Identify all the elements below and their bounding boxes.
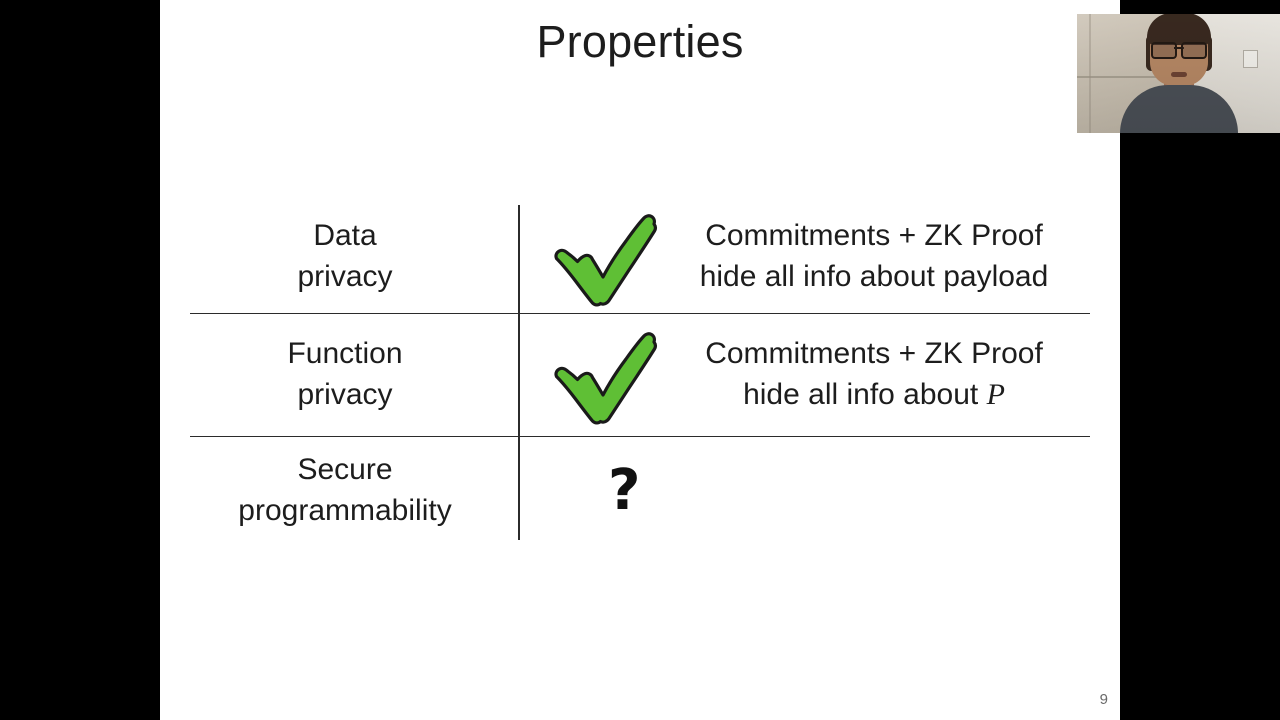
row-label-line2: privacy: [297, 377, 393, 411]
webcam-panel-line: [1077, 75, 1173, 78]
row-label-line2: programmability: [238, 493, 452, 527]
glasses-lens-right: [1180, 42, 1207, 59]
slide-canvas: Properties Data privacy: [160, 0, 1120, 720]
row-value-line2-math: P: [986, 377, 1005, 411]
row-label-line2: privacy: [297, 259, 393, 293]
green-check-icon: [546, 203, 664, 311]
row-label-secure-programmability: Secure programmability: [190, 450, 518, 532]
row-label-data-privacy: Data privacy: [190, 216, 518, 298]
question-mark-icon: ?: [546, 457, 1090, 523]
table-row: Secure programmability ?: [190, 436, 1090, 545]
row-value-function-privacy: Commitments + ZK Proof hide all info abo…: [518, 321, 1090, 429]
row-value-line2: hide all info about P: [664, 375, 1084, 416]
row-label-line1: Data: [313, 218, 377, 252]
speaker-webcam-overlay[interactable]: [1077, 14, 1280, 133]
speaker-mouth: [1170, 72, 1187, 77]
properties-table: Data privacy Commitments + ZK Proof hide…: [190, 200, 1090, 545]
speaker-glasses-icon: [1150, 42, 1207, 59]
row-label-line1: Secure: [297, 452, 393, 486]
row-value-line1: Commitments + ZK Proof: [705, 218, 1043, 252]
row-value-line2: hide all info about payload: [664, 257, 1084, 298]
row-value-text: Commitments + ZK Proof hide all info abo…: [664, 216, 1090, 298]
row-value-secure-programmability: ?: [518, 457, 1090, 523]
glasses-bridge: [1173, 47, 1184, 49]
row-value-line2-text: hide all info about: [743, 377, 987, 411]
page-title: Properties: [536, 16, 744, 67]
table-divider-2: [190, 436, 1090, 437]
page-number: 9: [1099, 691, 1108, 708]
table-column-divider: [518, 205, 520, 540]
table-row: Function privacy Commitments + ZK Proof …: [190, 313, 1090, 436]
glasses-lens-left: [1150, 42, 1177, 59]
row-value-data-privacy: Commitments + ZK Proof hide all info abo…: [518, 203, 1090, 311]
table-divider-1: [190, 313, 1090, 314]
table-row: Data privacy Commitments + ZK Proof hide…: [190, 200, 1090, 313]
webcam-wall-switch: [1242, 49, 1258, 68]
row-value-line2-text: hide all info about payload: [699, 259, 1049, 293]
row-value-text: Commitments + ZK Proof hide all info abo…: [664, 334, 1090, 416]
row-value-line1: Commitments + ZK Proof: [705, 336, 1043, 370]
speaker-hair: [1146, 14, 1211, 45]
green-check-icon: [546, 321, 664, 429]
webcam-panel-edge: [1089, 14, 1092, 133]
question-mark-glyph: ?: [608, 457, 641, 523]
row-label-line1: Function: [287, 336, 403, 370]
row-label-function-privacy: Function privacy: [190, 334, 518, 416]
